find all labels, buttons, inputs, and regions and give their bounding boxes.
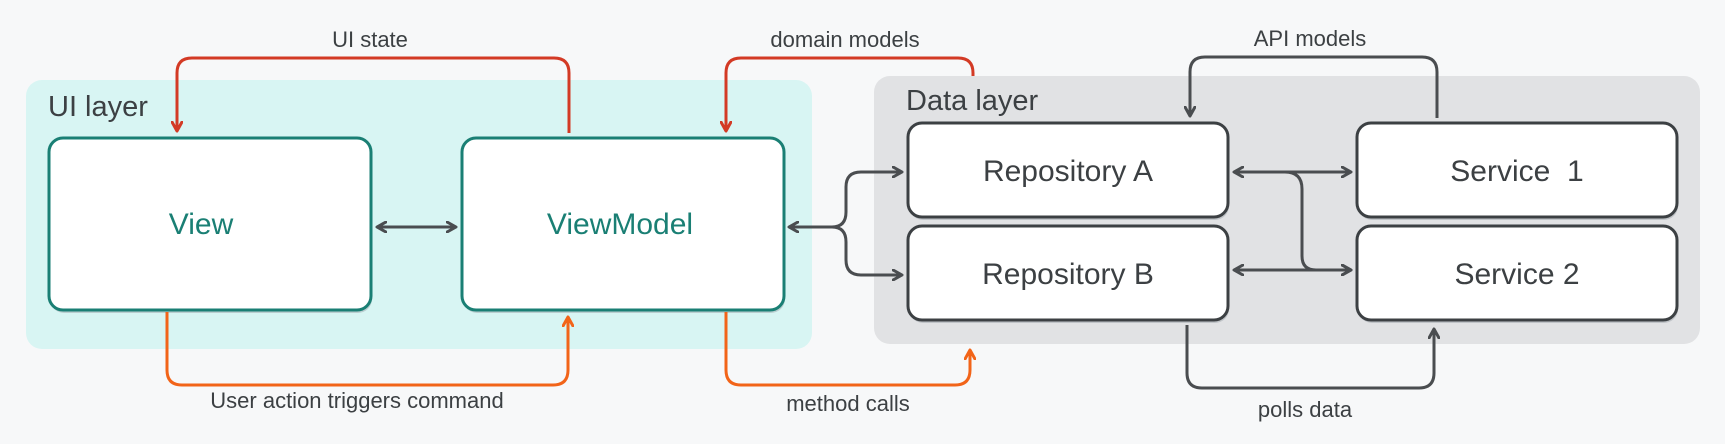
ui-state-label: UI state (332, 27, 408, 52)
repository-b-box (906, 224, 1230, 322)
service-1-box (1355, 121, 1679, 219)
viewmodel-to-repository-a-arrow (831, 172, 901, 229)
service-2-label: Service 2 (1454, 258, 1579, 291)
domain-models-arrow (726, 56, 975, 130)
repository-a-label: Repository A (983, 155, 1153, 188)
domain-models-label: domain models (770, 27, 919, 52)
ui-state-arrow (177, 56, 571, 133)
repository-a-box (906, 121, 1230, 219)
api-models-label: API models (1254, 26, 1367, 51)
polls-data-label: polls data (1258, 397, 1353, 422)
user-action-label: User action triggers command (210, 388, 503, 413)
repository-b-label: Repository B (982, 258, 1154, 291)
service-2-box (1355, 224, 1679, 322)
api-models-arrow (1190, 55, 1439, 118)
view-box (47, 136, 373, 312)
polls-data-arrow (1185, 325, 1434, 390)
viewmodel-box (460, 136, 786, 312)
user-action-arrow (165, 312, 568, 387)
service-1-label: Service 1 (1450, 155, 1583, 188)
viewmodel-to-repository-b-arrow (831, 225, 901, 275)
ui-layer-label: UI layer (48, 91, 148, 123)
data-layer-label: Data layer (906, 85, 1039, 117)
method-calls-label: method calls (786, 391, 910, 416)
view-label: View (169, 208, 234, 241)
method-calls-arrow (724, 312, 970, 387)
viewmodel-label: ViewModel (547, 208, 693, 241)
